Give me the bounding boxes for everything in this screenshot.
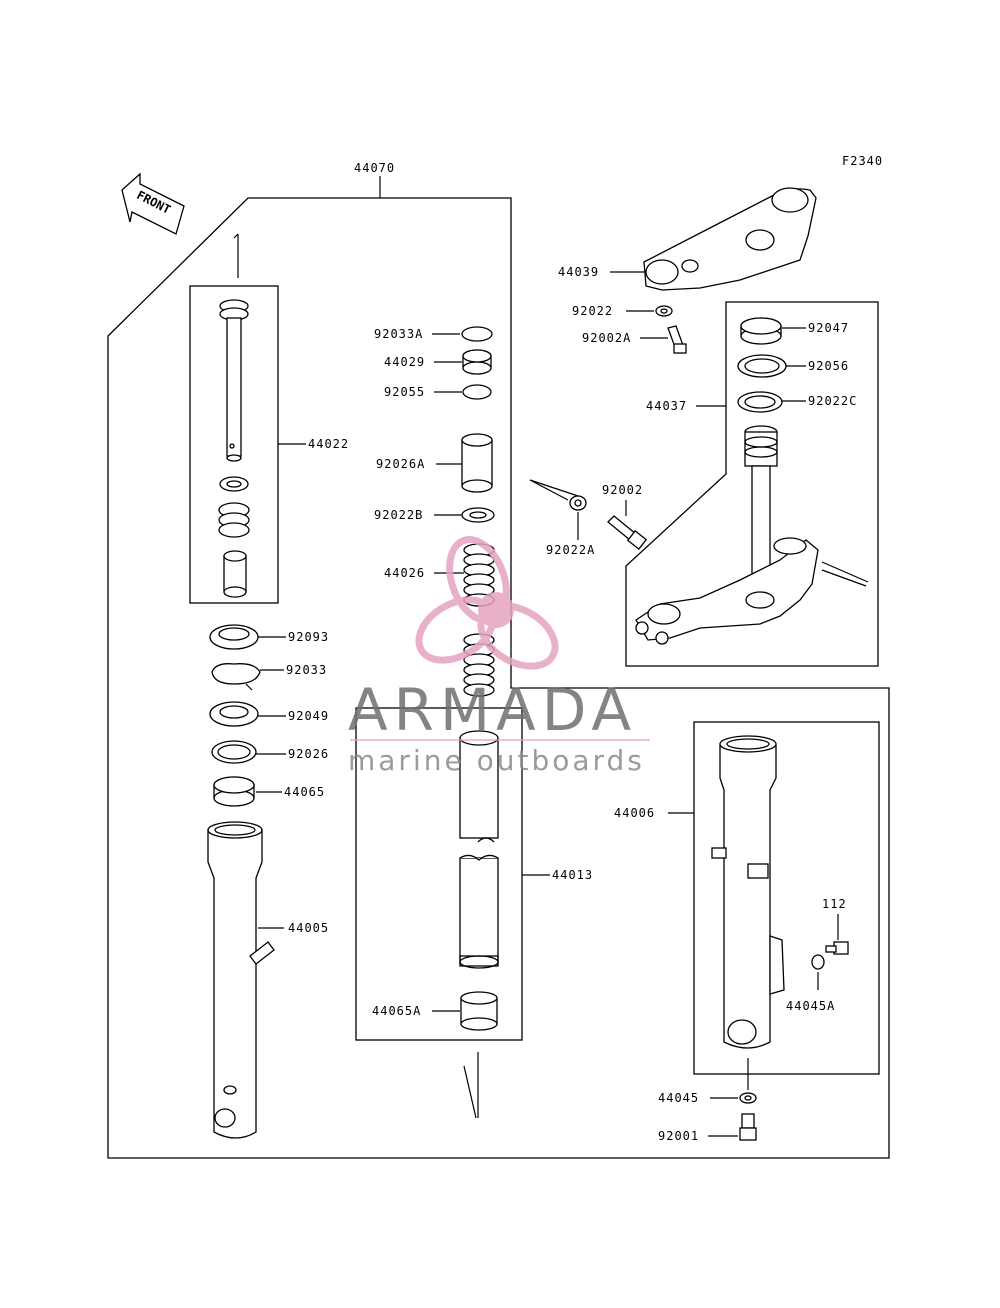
guide-bushing-44065	[213, 776, 255, 807]
inner-tube-44013	[459, 730, 499, 969]
outer-tube-44005	[207, 821, 275, 1139]
ring-92033A	[461, 326, 493, 342]
label-92002A: 92002A	[582, 331, 631, 345]
label-92002: 92002	[602, 483, 643, 497]
dust-seal-92093	[209, 624, 259, 650]
oil-seal-92049	[209, 701, 259, 727]
assembly-outline-44070	[107, 197, 890, 1159]
washer-92022C	[737, 391, 783, 413]
label-92033A: 92033A	[374, 327, 423, 341]
watermark-tagline: marine outboards	[348, 744, 645, 777]
figure-code: F2340	[842, 154, 883, 168]
label-44039: 44039	[558, 265, 599, 279]
label-92026A: 92026A	[376, 457, 425, 471]
label-92022B: 92022B	[374, 508, 423, 522]
washer-92022	[655, 305, 673, 317]
washer-44045A	[811, 954, 825, 970]
label-44022: 44022	[308, 437, 349, 451]
bolt-92002	[607, 515, 648, 550]
label-44045: 44045	[658, 1091, 699, 1105]
label-44026: 44026	[384, 566, 425, 580]
label-92049: 92049	[288, 709, 329, 723]
bolt-92002A	[667, 325, 687, 354]
label-44045A: 44045A	[786, 999, 835, 1013]
box-44006	[693, 721, 880, 1075]
seal-92056	[737, 354, 787, 378]
label-92093: 92093	[288, 630, 329, 644]
label-44013: 44013	[552, 868, 593, 882]
label-92056: 92056	[808, 359, 849, 373]
o-ring-92055	[462, 384, 492, 400]
propeller-logo-icon	[415, 536, 559, 670]
label-92055: 92055	[384, 385, 425, 399]
washer-44045	[739, 1092, 757, 1104]
outer-tube-44006	[711, 735, 785, 1049]
armada-watermark: ARMADA marine outboards	[348, 536, 650, 777]
label-92022C: 92022C	[808, 394, 857, 408]
label-92026: 92026	[288, 747, 329, 761]
label-112: 112	[822, 897, 847, 911]
label-44006: 44006	[614, 806, 655, 820]
box-44037	[625, 301, 879, 667]
label-92022A: 92022A	[546, 543, 595, 557]
label-44029: 44029	[384, 355, 425, 369]
upper-bracket-44039	[643, 187, 817, 291]
label-44005: 44005	[288, 921, 329, 935]
washer-92022A	[569, 495, 587, 511]
damper-rod	[218, 299, 250, 598]
label-92001: 92001	[658, 1129, 699, 1143]
label-92047: 92047	[808, 321, 849, 335]
bolt-112	[825, 941, 849, 955]
spacer-92026A	[461, 433, 493, 493]
cap-44029	[462, 349, 492, 375]
retaining-ring-92033	[211, 663, 261, 691]
washer-92022B	[461, 507, 495, 523]
label-92022: 92022	[572, 304, 613, 318]
label-44037: 44037	[646, 399, 687, 413]
label-92033: 92033	[286, 663, 327, 677]
cap-92047	[740, 317, 782, 345]
label-44070: 44070	[354, 161, 395, 175]
front-direction-arrow: FRONT	[121, 172, 185, 235]
label-44065: 44065	[284, 785, 325, 799]
washer-92026	[211, 740, 257, 764]
bolt-92001	[739, 1113, 757, 1141]
label-44065A: 44065A	[372, 1004, 421, 1018]
box-44013	[355, 707, 523, 1041]
bushing-44065A	[460, 991, 498, 1031]
steering-stem-44037	[635, 425, 819, 645]
watermark-brand: ARMADA	[348, 676, 637, 744]
